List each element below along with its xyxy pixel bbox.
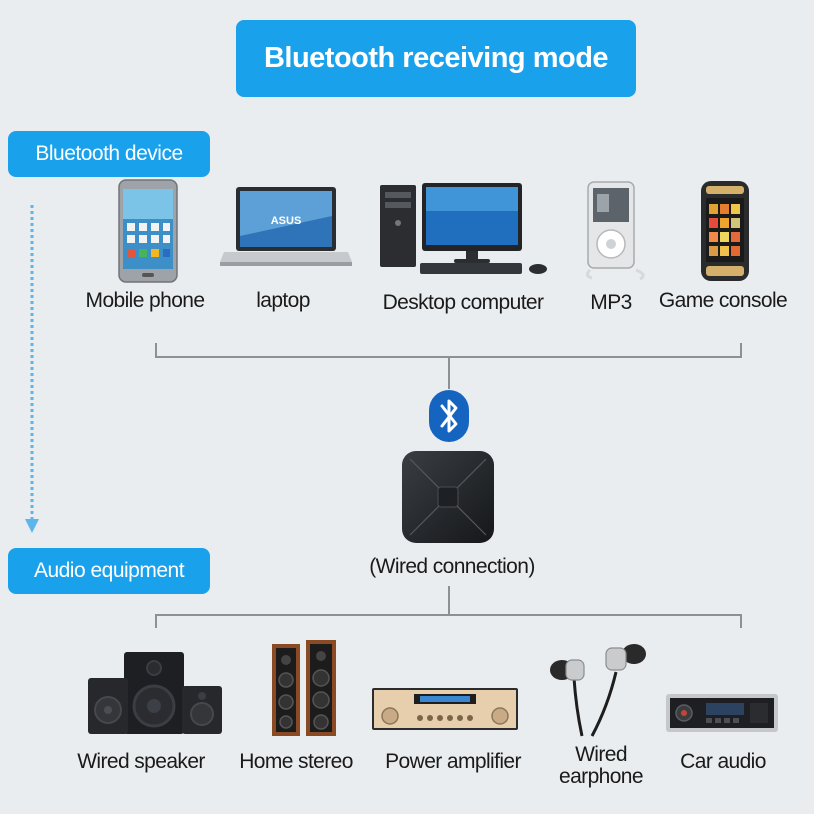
flow-arrow <box>25 205 39 533</box>
device-label-laptop: laptop <box>256 289 310 312</box>
equipment-label-wired-speaker: Wired speaker <box>77 750 205 773</box>
device-label-mobile-phone: Mobile phone <box>85 289 206 312</box>
device-bracket-right <box>740 343 742 358</box>
device-bracket-stem <box>448 356 450 389</box>
svg-text:ASUS: ASUS <box>271 215 302 227</box>
equipment-label-home-stereo: Home stereo <box>239 750 353 773</box>
home-stereo-icon <box>272 640 336 736</box>
device-label-desktop-computer: Desktop computer <box>382 291 544 314</box>
equipment-label-power-amplifier: Power amplifier <box>385 750 521 773</box>
audio-equipment-tag: Audio equipment <box>8 548 210 594</box>
device-label-game-console: Game console <box>658 289 788 312</box>
power-amplifier-icon <box>372 688 518 730</box>
device-label-mp3: MP3 <box>590 291 632 314</box>
audio-bracket-stem <box>448 586 450 616</box>
device-bracket-left <box>155 343 157 358</box>
audio-bracket-left <box>155 614 157 628</box>
car-audio-icon <box>666 694 778 732</box>
bluetooth-icon <box>429 390 469 442</box>
page-title: Bluetooth receiving mode <box>236 20 636 97</box>
wired-speaker-icon <box>88 652 222 734</box>
mp3-player-icon <box>585 181 645 280</box>
audio-bracket-right <box>740 614 742 628</box>
bluetooth-device-tag: Bluetooth device <box>8 131 210 177</box>
wired-earphone-icon <box>550 644 646 737</box>
equipment-label-car-audio: Car audio <box>680 750 766 773</box>
equipment-label-wired-earphone-line2: earphone <box>559 765 644 788</box>
equipment-label-wired-earphone-line1: Wired <box>575 743 627 766</box>
equipment-label-wired-earphone: Wired earphone <box>552 744 650 788</box>
laptop-icon: ASUS <box>220 187 352 266</box>
wired-connection-label: (Wired connection) <box>369 555 535 578</box>
desktop-computer-icon <box>380 183 547 274</box>
audio-bracket-line <box>155 614 742 616</box>
mobile-phone-icon <box>118 179 178 283</box>
bluetooth-receiver-icon <box>402 451 494 543</box>
game-console-icon <box>701 181 749 281</box>
